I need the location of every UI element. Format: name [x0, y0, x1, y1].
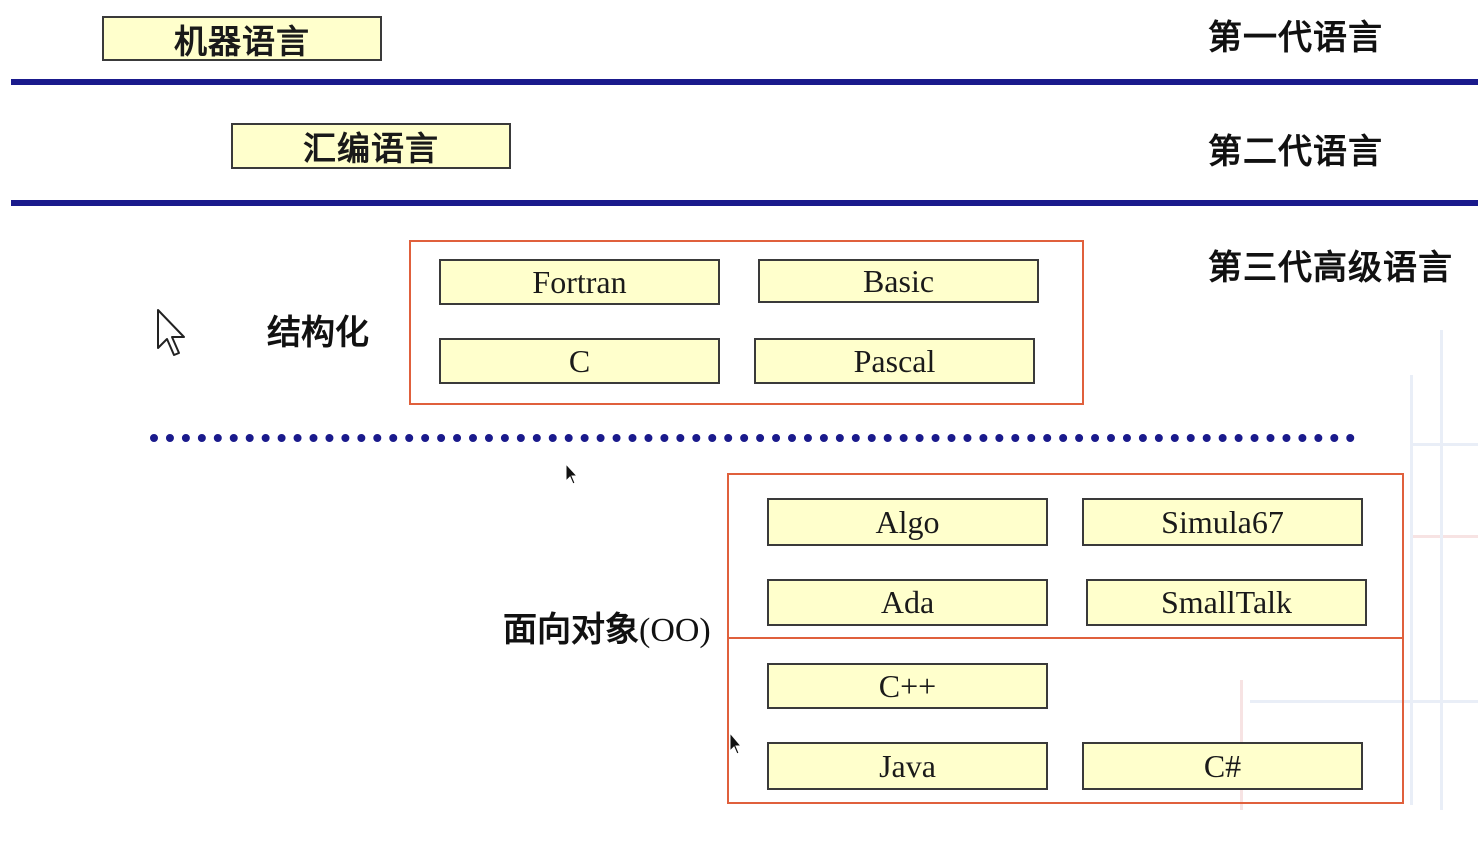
bg-decoration-line	[1410, 535, 1478, 538]
structured-languages-group	[409, 240, 1084, 405]
first-generation-label: 第一代语言	[1208, 18, 1383, 58]
assembly-language-box: 汇编语言	[231, 123, 511, 169]
language-box-smalltalk: SmallTalk	[1086, 579, 1367, 626]
language-box-basic: Basic	[758, 259, 1039, 303]
third-generation-label: 第三代高级语言	[1208, 248, 1453, 288]
mouse-pointer-icon	[729, 732, 743, 755]
generation-separator	[11, 79, 1478, 85]
generation-separator	[11, 200, 1478, 206]
bg-decoration-line	[1250, 700, 1478, 703]
structured-label: 结构化	[267, 313, 369, 353]
object-oriented-label-suffix: (OO)	[639, 612, 711, 649]
paradigm-divider	[150, 434, 1355, 442]
bg-decoration-line	[1410, 443, 1478, 446]
bg-decoration-line	[1410, 375, 1413, 805]
object-oriented-label-text: 面向对象	[503, 610, 639, 650]
object-oriented-group-divider	[727, 637, 1404, 639]
language-box-pascal: Pascal	[754, 338, 1035, 384]
machine-language-box: 机器语言	[102, 16, 382, 61]
object-oriented-label: 面向对象(OO)	[503, 602, 711, 651]
second-generation-label: 第二代语言	[1208, 132, 1383, 172]
language-box-java: Java	[767, 742, 1048, 790]
language-box-fortran: Fortran	[439, 259, 720, 305]
language-box-csharp: C#	[1082, 742, 1363, 790]
language-box-ada: Ada	[767, 579, 1048, 626]
language-box-cpp: C++	[767, 663, 1048, 709]
language-box-simula67: Simula67	[1082, 498, 1363, 546]
mouse-pointer-icon	[157, 309, 185, 356]
language-box-c: C	[439, 338, 720, 384]
bg-decoration-line	[1440, 330, 1443, 810]
mouse-pointer-icon	[565, 463, 579, 485]
language-box-algo: Algo	[767, 498, 1048, 546]
